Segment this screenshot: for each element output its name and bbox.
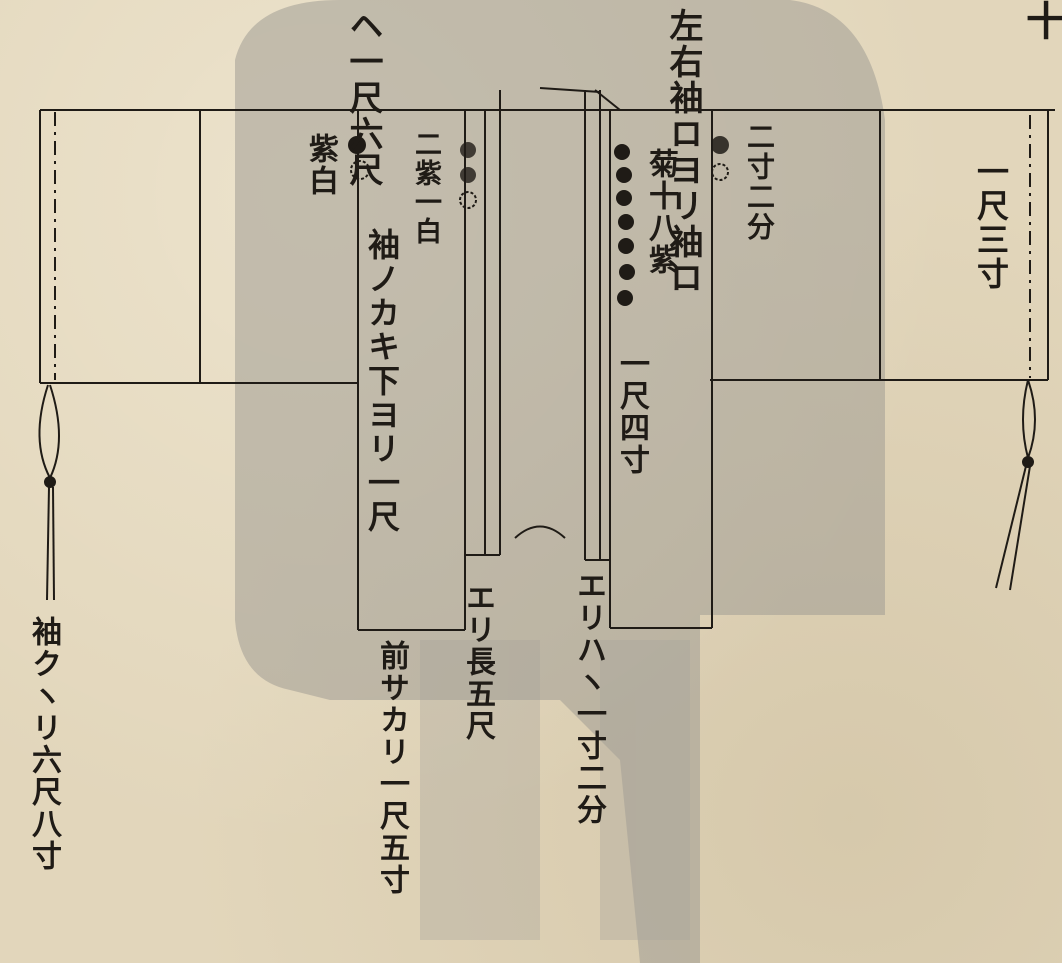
bleed-through-legs: [420, 640, 690, 940]
garment-outline: [39, 87, 1055, 631]
label-two-purple-one-white: 二紫一白: [410, 130, 441, 246]
chrysanthemum-crest: [617, 290, 633, 306]
heading-fragment: 十: [1019, 0, 1062, 42]
label-collar-length: エリ長五尺: [460, 582, 495, 742]
label-front-hang: 前サカリ一尺五寸: [374, 640, 409, 896]
label-sleeve-cord: 袖クヽリ六尺八寸: [26, 616, 61, 872]
heading-line1: 左右袖ロヨリ袖ロ: [620, 8, 703, 296]
chrysanthemum-crest: [614, 144, 630, 160]
bleed-through-shadow: [235, 0, 885, 963]
label-chrysanthemum-18-purple: 菊十八紫: [643, 148, 678, 276]
crest-dark: [460, 142, 476, 158]
label-collar-width: エリハヽ一寸二分: [571, 570, 606, 826]
label-sleeve-width: 一尺三寸: [972, 155, 1010, 291]
heading-line2: ヘ一尺六尺: [343, 8, 383, 188]
crest-light: [350, 160, 370, 180]
crest-light: [459, 191, 477, 209]
crest-light: [711, 163, 729, 181]
chrysanthemum-crest: [619, 264, 635, 280]
label-purple-white: 紫白: [303, 133, 338, 197]
label-two-sun-two-bu: 二寸二分: [743, 122, 776, 242]
crest-marks: [348, 136, 729, 306]
chrysanthemum-crest: [618, 238, 634, 254]
left-sleeve-cord: [38, 384, 60, 601]
label-one-shaku-four-sun: 一尺四寸: [614, 348, 649, 476]
chrysanthemum-crest: [616, 167, 632, 183]
right-sleeve-cord: [995, 379, 1036, 591]
label-sleeve-below-kaki: 袖ノカキ下ヨリ一尺: [363, 228, 401, 534]
crest-dark: [460, 167, 476, 183]
crest-dark: [711, 136, 729, 154]
chrysanthemum-crest: [618, 214, 634, 230]
chrysanthemum-crest: [616, 190, 632, 206]
crest-dark: [348, 136, 366, 154]
